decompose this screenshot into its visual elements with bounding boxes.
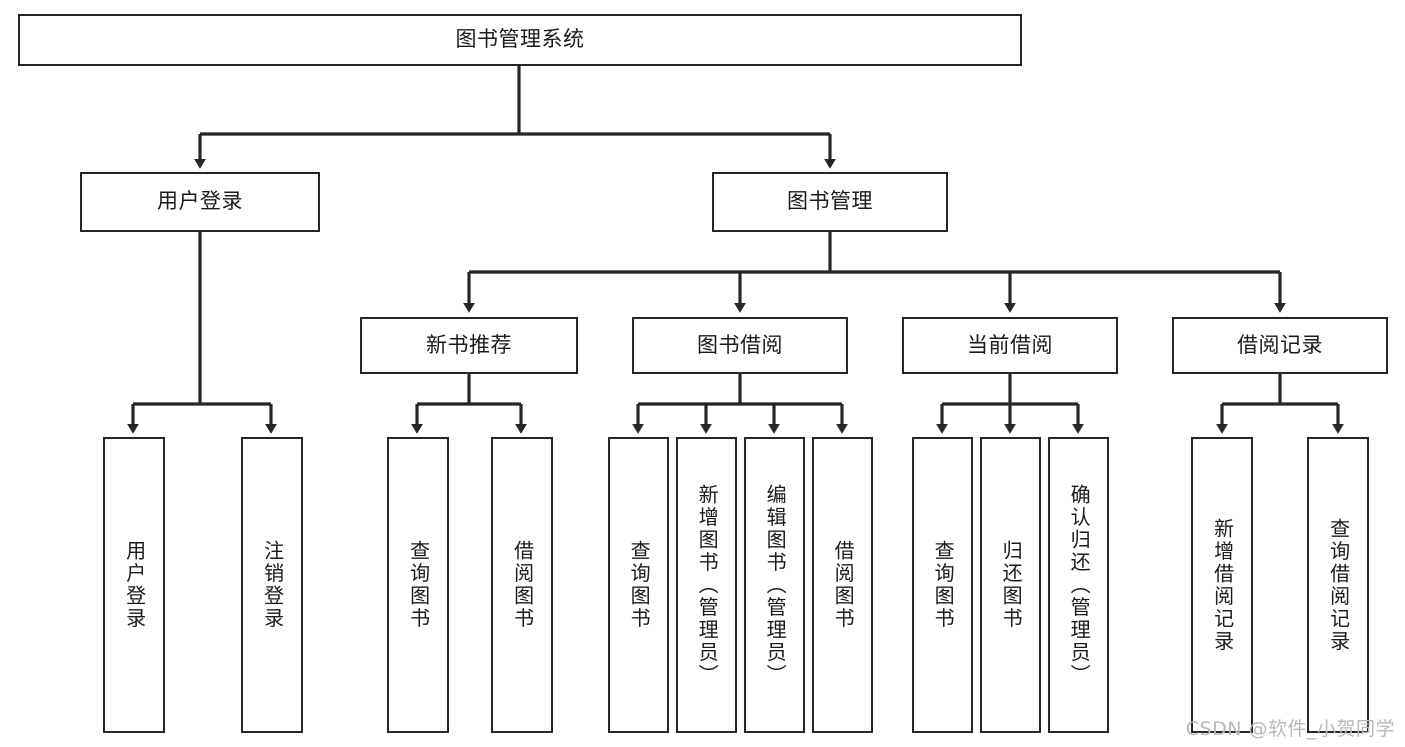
node-book-management[interactable]: 图书管理 — [712, 172, 948, 232]
leaf-add-book-label: 新增图书（管理员） — [695, 483, 720, 687]
leaf-edit-book-label: 编辑图书（管理员） — [763, 483, 788, 687]
node-new-book-recommend-label: 新书推荐 — [426, 332, 512, 357]
node-book-borrow-label: 图书借阅 — [697, 332, 783, 357]
leaf-return-book[interactable]: 归还图书 — [980, 437, 1041, 733]
leaf-query-record[interactable]: 查询借阅记录 — [1307, 437, 1369, 733]
leaf-logout[interactable]: 注销登录 — [241, 437, 303, 733]
leaf-add-record[interactable]: 新增借阅记录 — [1191, 437, 1253, 733]
leaf-borrow-book-2[interactable]: 借阅图书 — [812, 437, 873, 733]
node-user-login-label: 用户登录 — [157, 189, 243, 214]
leaf-add-book[interactable]: 新增图书（管理员） — [676, 437, 737, 733]
node-root[interactable]: 图书管理系统 — [18, 14, 1022, 66]
node-current-borrow-label: 当前借阅 — [967, 332, 1053, 357]
node-book-borrow[interactable]: 图书借阅 — [632, 317, 848, 374]
node-book-management-label: 图书管理 — [787, 189, 873, 214]
leaf-user-login[interactable]: 用户登录 — [103, 437, 165, 733]
node-new-book-recommend[interactable]: 新书推荐 — [360, 317, 578, 374]
node-root-label: 图书管理系统 — [455, 27, 585, 52]
leaf-query-book-1-label: 查询图书 — [406, 540, 431, 630]
leaf-add-record-label: 新增借阅记录 — [1210, 517, 1235, 653]
leaf-edit-book[interactable]: 编辑图书（管理员） — [744, 437, 805, 733]
leaf-borrow-book-1-label: 借阅图书 — [510, 540, 535, 630]
leaf-user-login-label: 用户登录 — [122, 540, 147, 630]
leaf-query-book-2-label: 查询图书 — [627, 540, 652, 630]
leaf-query-book-3-label: 查询图书 — [931, 540, 956, 630]
leaf-query-record-label: 查询借阅记录 — [1326, 517, 1351, 653]
node-borrow-record[interactable]: 借阅记录 — [1172, 317, 1388, 374]
node-user-login[interactable]: 用户登录 — [80, 172, 320, 232]
leaf-borrow-book-1[interactable]: 借阅图书 — [491, 437, 553, 733]
leaf-confirm-return-label: 确认归还（管理员） — [1067, 483, 1092, 687]
node-borrow-record-label: 借阅记录 — [1237, 332, 1323, 357]
leaf-query-book-2[interactable]: 查询图书 — [608, 437, 669, 733]
leaf-query-book-1[interactable]: 查询图书 — [387, 437, 449, 733]
leaf-confirm-return[interactable]: 确认归还（管理员） — [1048, 437, 1109, 733]
leaf-logout-label: 注销登录 — [260, 540, 285, 630]
leaf-query-book-3[interactable]: 查询图书 — [912, 437, 973, 733]
leaf-return-book-label: 归还图书 — [999, 540, 1024, 630]
watermark-text: CSDN @软件_小贺同学 — [1185, 718, 1395, 740]
leaf-borrow-book-2-label: 借阅图书 — [831, 540, 856, 630]
node-current-borrow[interactable]: 当前借阅 — [902, 317, 1118, 374]
